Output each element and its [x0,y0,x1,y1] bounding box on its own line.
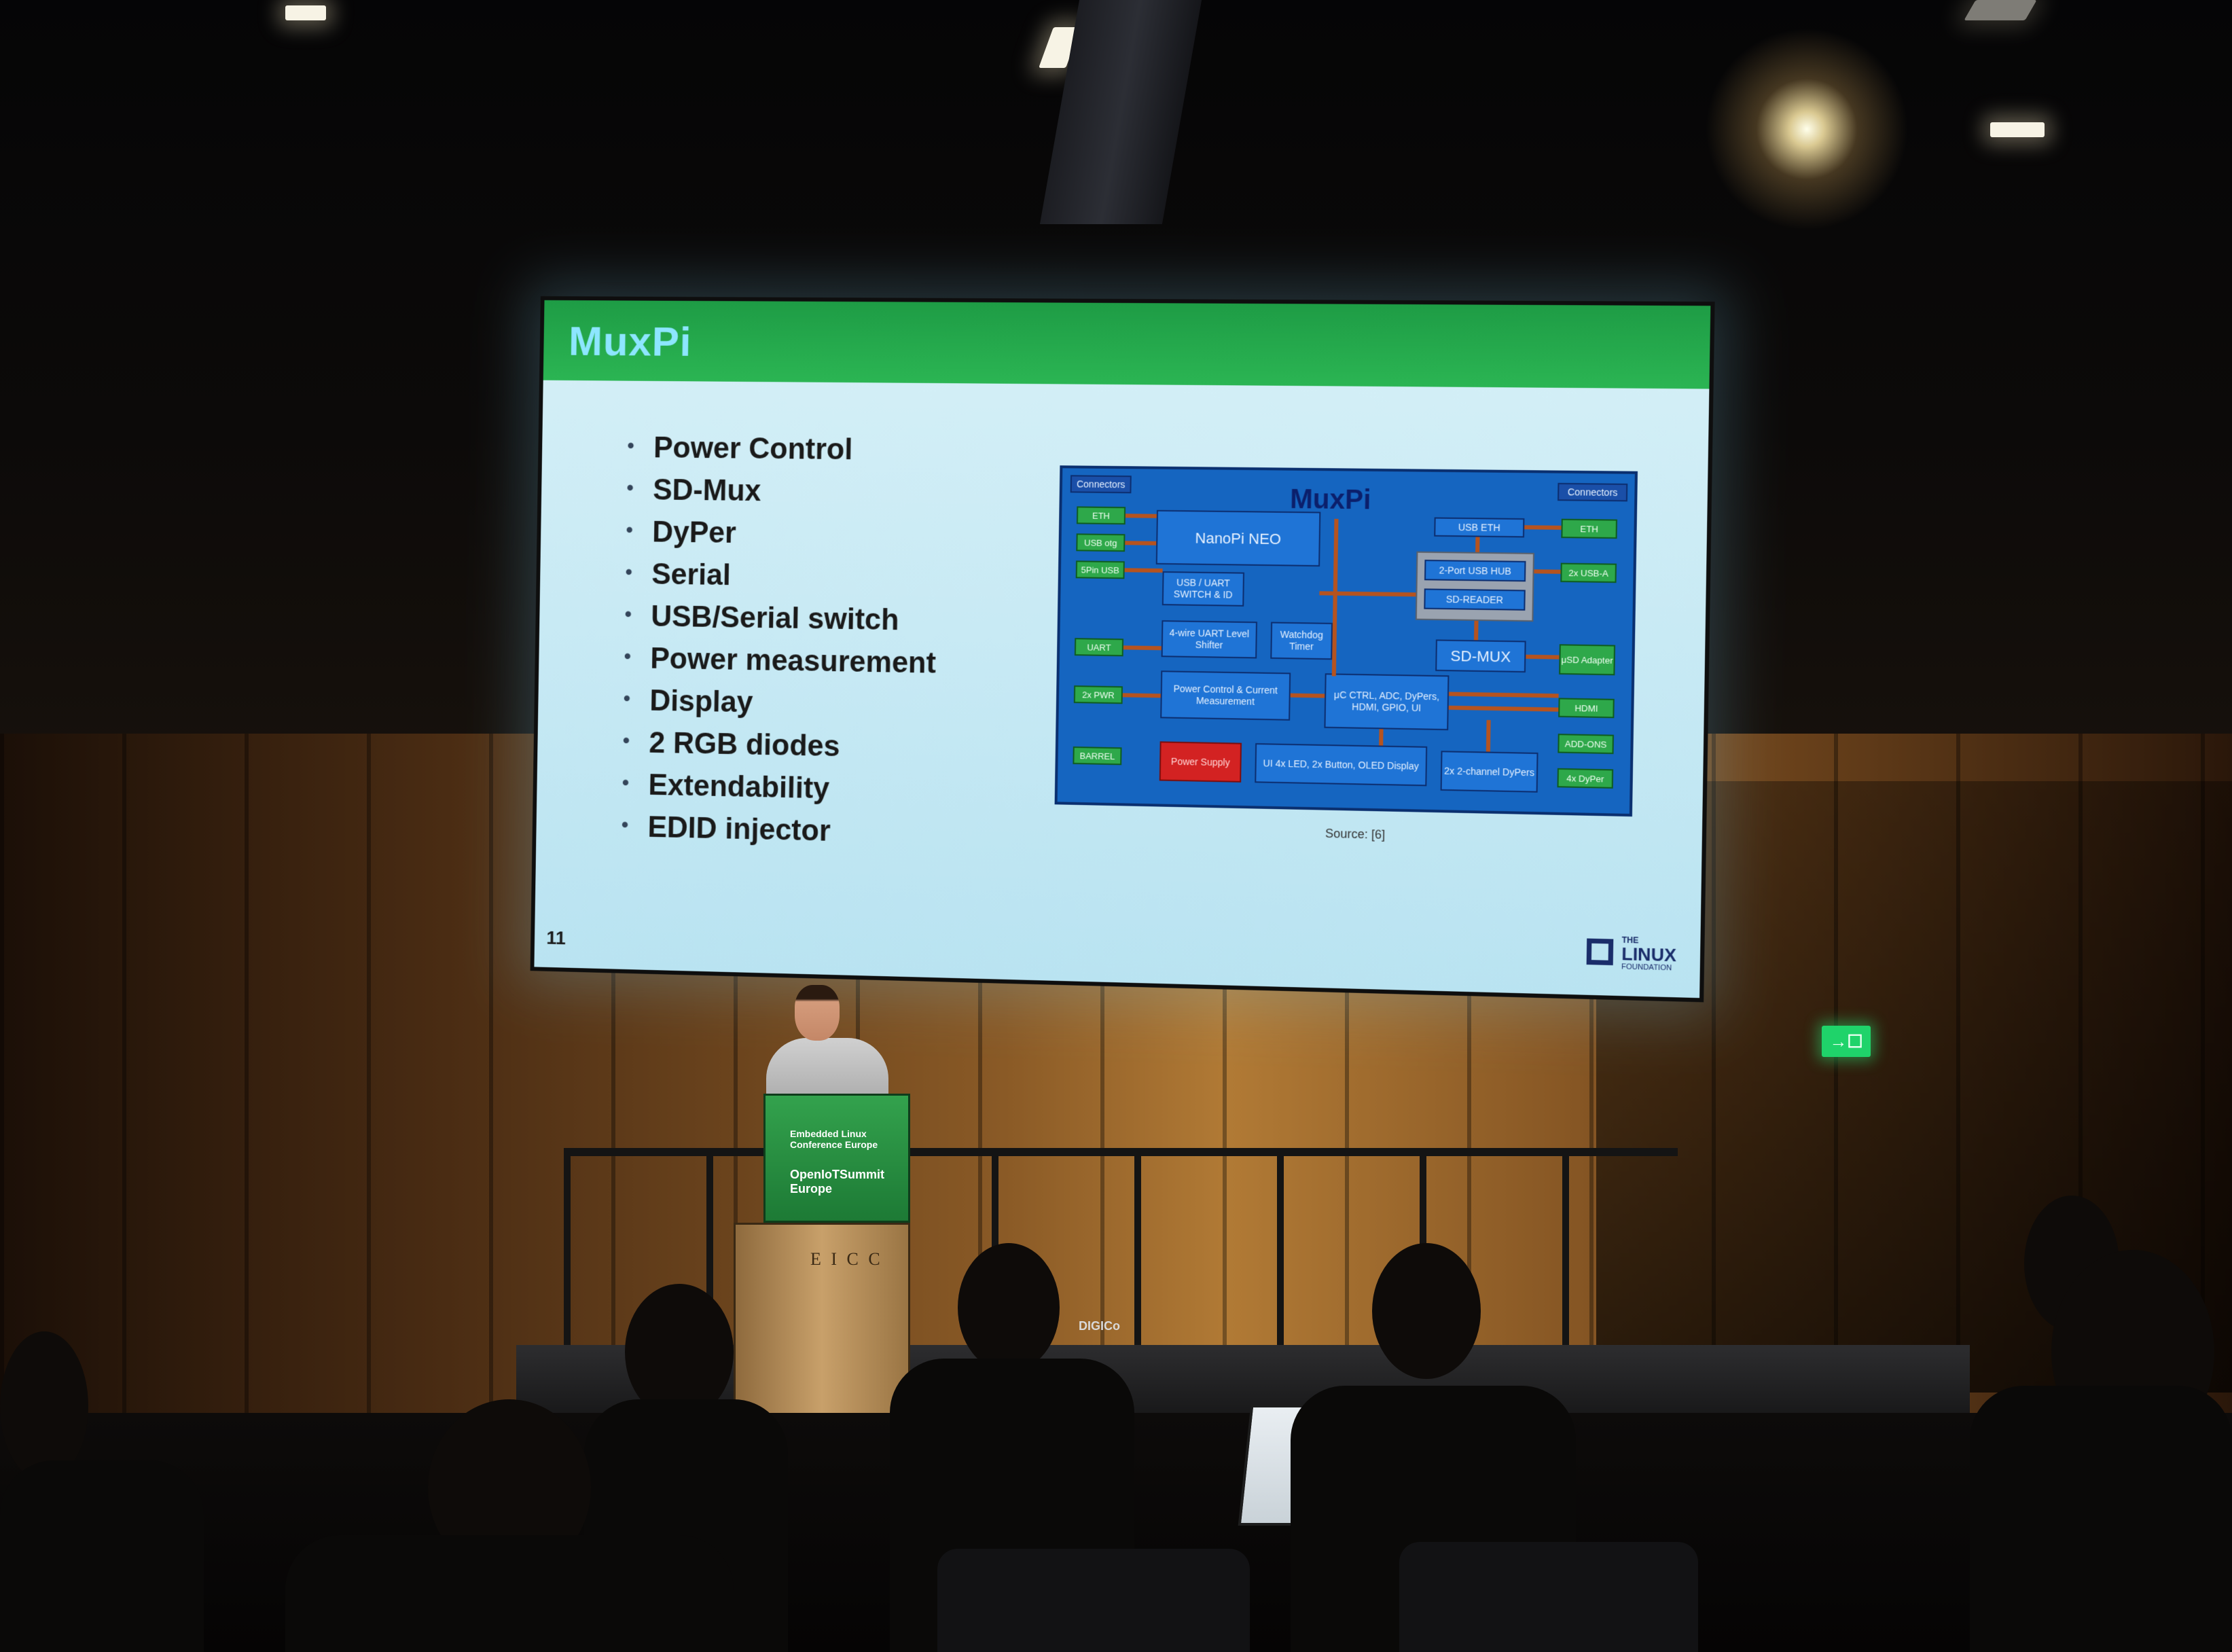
diagram-connector [1473,620,1479,641]
connectors-left-label: Connectors [1070,475,1132,494]
audience-torso [285,1535,734,1652]
block-sd-reader: SD-READER [1424,588,1526,611]
bullet-item: Power measurement [624,639,936,686]
bullet-item: Serial [625,554,937,601]
diagram-connector [1534,569,1561,574]
projection-screen: MuxPi Power Control SD-Mux DyPer Serial … [530,295,1715,1003]
diagram-connector [1124,568,1163,573]
logo-mark-icon [1586,938,1614,966]
audience-head [1372,1243,1481,1379]
diagram-connector [1486,719,1491,752]
audience-head [958,1243,1060,1372]
block-microcontroller: μC CTRL, ADC, DyPers, HDMI, GPIO, UI [1324,673,1450,731]
stage-railing [564,1148,1678,1360]
bullet-item: EDID injector [621,807,933,856]
seat-back [937,1549,1250,1652]
diagram-connector [1123,645,1162,651]
seat-back [1399,1542,1698,1652]
block-add-ons: ADD-ONS [1558,734,1614,755]
block-eth-left: ETH [1076,506,1126,525]
podium-text-conference: Embedded Linux Conference Europe [790,1128,878,1150]
slide-title: MuxPi [568,318,693,365]
block-nanopi-neo: NanoPi NEO [1155,509,1321,567]
diagram-connector [1448,705,1559,712]
ceiling-light [1964,0,2037,20]
block-eth-right: ETH [1561,518,1618,539]
diagram-connector [1331,518,1339,677]
block-sd-mux: SD-MUX [1435,639,1526,673]
block-5pin-usb: 5Pin USB [1075,560,1125,579]
block-hdmi: HDMI [1558,698,1615,719]
block-2ch-dypers: 2x 2-channel DyPers [1440,751,1538,793]
diagram-connector [1475,537,1480,552]
block-2x-pwr: 2x PWR [1073,685,1123,704]
diagram-connector [1526,654,1560,660]
diagram-connector [1448,692,1559,698]
block-usb-eth: USB ETH [1434,517,1525,538]
block-barrel: BARREL [1073,746,1122,766]
block-uart: UART [1074,638,1124,657]
audience-head [0,1331,88,1481]
bullet-item: USB/Serial switch [624,596,937,643]
block-usb-a: 2x USB-A [1560,562,1617,583]
bullet-item: 2 RGB diodes [622,723,935,771]
podium-text-summit: OpenIoTSummit Europe [790,1168,884,1196]
slide-bullet-list: Power Control SD-Mux DyPer Serial USB/Se… [621,428,939,856]
audience-torso [0,1460,204,1652]
slide-header [543,300,1711,389]
diagram-connector [1125,514,1157,518]
bullet-item: Display [623,681,935,729]
block-power-control: Power Control & Current Measurement [1160,670,1291,721]
diagram-source-note: Source: [6] [1325,826,1386,842]
equipment-label: DIGICo [1079,1319,1120,1333]
logo-text: FOUNDATION [1621,963,1672,973]
bullet-item: SD-Mux [626,470,939,516]
speaker-head [795,985,840,1041]
diagram-connector [1524,525,1562,530]
ceiling-light [1990,122,2045,137]
exit-sign: →☐ [1822,1026,1871,1057]
block-level-shifter: 4-wire UART Level Shifter [1161,620,1257,659]
podium: Embedded Linux Conference Europe OpenIoT… [734,1094,910,1420]
block-diagram: MuxPi Connectors ETH USB otg 5Pin USB UA… [1054,465,1638,817]
diagram-connector [1122,693,1161,698]
block-usb-otg: USB otg [1076,533,1126,552]
diagram-connector [1125,541,1157,545]
audience-torso [1970,1386,2232,1652]
bullet-item: Power Control [627,428,939,473]
audience-head [625,1284,734,1420]
block-watchdog: Watchdog Timer [1270,622,1333,660]
bullet-item: DyPer [626,512,938,558]
block-usd-adapter: μSD Adapter [1559,644,1616,676]
podium-base: E I C C [734,1223,910,1420]
block-ui: UI 4x LED, 2x Button, OLED Display [1255,743,1428,787]
ceiling-light [285,5,326,20]
linux-foundation-logo: THE LINUX FOUNDATION [1586,933,1685,977]
bullet-item: Extendability [622,765,934,814]
diagram-connector [1379,729,1384,746]
block-usb-uart-switch: USB / UART SWITCH & ID [1162,571,1245,607]
podium-venue-mark: E I C C [810,1249,883,1269]
block-power-supply: Power Supply [1159,741,1242,783]
block-usb-hub: 2-Port USB HUB [1424,559,1526,582]
connectors-right-label: Connectors [1558,482,1628,502]
spotlight [1705,27,1909,231]
diagram-connector [1290,693,1325,698]
block-4x-dyper: 4x DyPer [1557,768,1614,789]
podium-sign: Embedded Linux Conference Europe OpenIoT… [763,1094,910,1223]
slide-number: 11 [546,927,566,949]
